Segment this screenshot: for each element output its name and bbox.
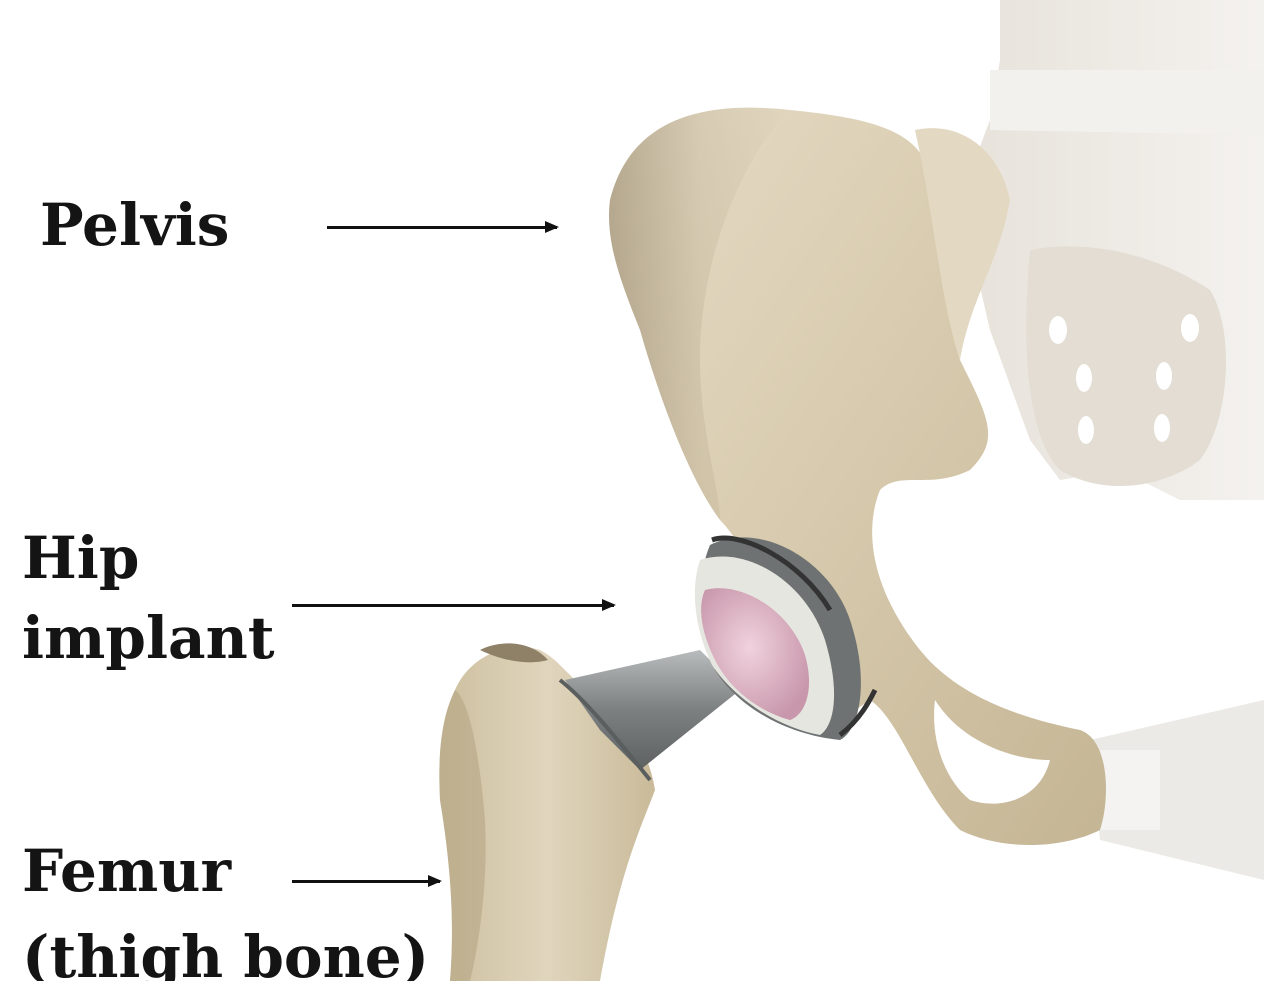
hip-implant-label-line2: implant [22, 598, 275, 678]
pelvis-arrow [327, 226, 557, 229]
hip-implant-label-line1: Hip [22, 518, 275, 598]
femur-label-line2: (thigh bone) [22, 914, 429, 981]
hip-implant-label: Hip implant [22, 518, 275, 678]
pelvis-label: Pelvis [40, 196, 229, 254]
femur-label-line1: Femur [22, 828, 429, 914]
femur-label: Femur (thigh bone) [22, 828, 429, 981]
hip-implant-arrow [292, 604, 614, 607]
pubis-faded [1090, 700, 1264, 880]
sacrum-faded [960, 0, 1264, 500]
femur-arrow [292, 880, 440, 883]
